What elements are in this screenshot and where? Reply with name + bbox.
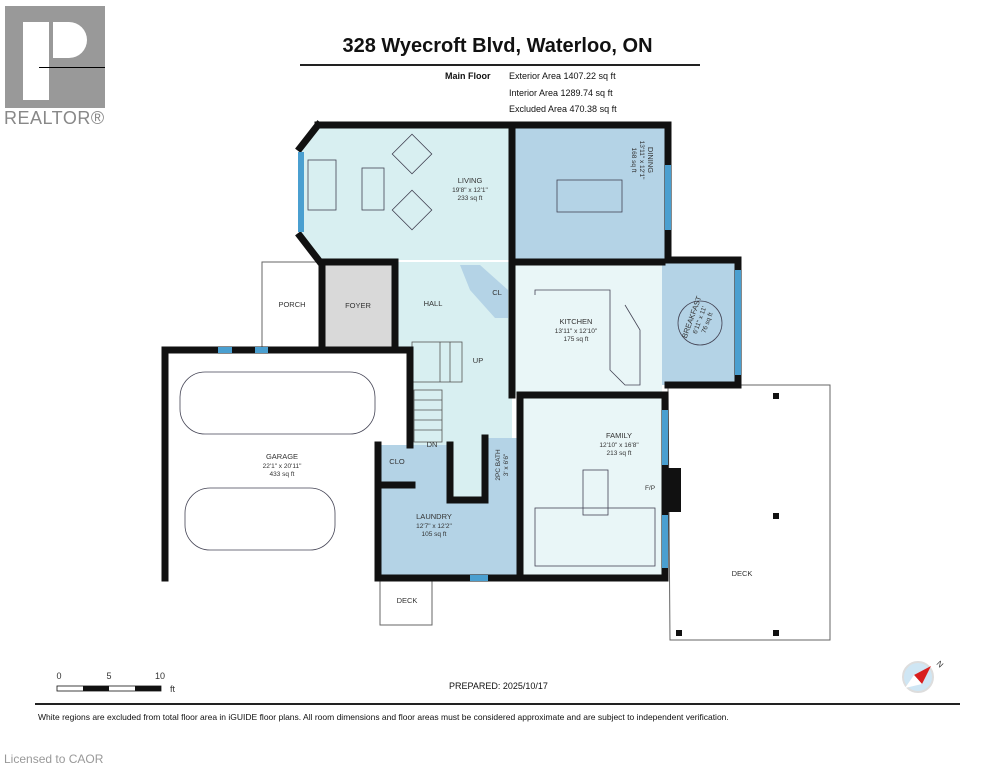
dining-dims: 13'11" x 12'1" <box>638 141 645 180</box>
room-breakfast <box>662 260 738 385</box>
scale-bar: 0 5 10 ft <box>56 671 175 694</box>
staircase <box>411 341 463 443</box>
room-garage <box>165 352 378 578</box>
prepared-date: PREPARED: 2025/10/17 <box>449 681 548 691</box>
deck-posts <box>676 393 779 636</box>
footer-divider <box>35 703 960 705</box>
dining-label: DINING <box>646 147 655 173</box>
stairs-down-label: DN <box>427 440 438 449</box>
garage-area: 433 sq ft <box>270 471 295 478</box>
fireplace-label: F/P <box>645 485 655 492</box>
disclaimer: White regions are excluded from total fl… <box>38 712 729 722</box>
clo-label: CLO <box>389 457 405 466</box>
hall-label: HALL <box>424 299 443 308</box>
living-dims: 19'8" x 12'1" <box>452 187 488 194</box>
room-clo <box>382 445 412 485</box>
deck-small-label: DECK <box>397 596 418 605</box>
compass-icon: N <box>902 659 946 693</box>
room-living <box>300 125 512 260</box>
foyer-label: FOYER <box>345 301 371 310</box>
scale-tick-5: 5 <box>106 671 111 681</box>
family-dims: 12'10" x 16'8" <box>599 442 639 449</box>
compass-north-label: N <box>935 659 946 670</box>
fireplace <box>665 468 681 512</box>
floor-label: Main Floor <box>445 71 491 81</box>
bath-label: 2PC BATH <box>495 449 502 481</box>
living-area: 233 sq ft <box>458 195 483 202</box>
furniture <box>179 133 723 567</box>
scale-tick-10: 10 <box>155 671 165 681</box>
kitchen-area: 175 sq ft <box>564 336 589 343</box>
room-bath <box>485 438 520 500</box>
room-porch <box>261 261 323 349</box>
interior-area: Interior Area 1289.74 sq ft <box>509 88 613 98</box>
bath-dims: 3' x 6'6" <box>503 453 510 476</box>
title-divider <box>300 64 700 66</box>
garage-label: GARAGE <box>266 452 298 461</box>
room-kitchen <box>512 262 662 395</box>
laundry-area: 105 sq ft <box>422 531 447 538</box>
realtor-logo-text: REALTOR® <box>4 108 105 128</box>
porch-label: PORCH <box>278 300 305 309</box>
scale-tick-0: 0 <box>56 671 61 681</box>
room-family <box>520 398 665 576</box>
dining-area: 168 sq ft <box>630 148 637 173</box>
family-area: 213 sq ft <box>607 450 632 457</box>
walls <box>161 120 742 582</box>
room-dining <box>512 125 668 260</box>
room-cl <box>460 265 508 318</box>
deck-main-label: DECK <box>732 569 753 578</box>
room-foyer <box>322 262 395 348</box>
family-label: FAMILY <box>606 431 632 440</box>
page-title: 328 Wyecroft Blvd, Waterloo, ON <box>342 35 653 57</box>
stairs-up-label: UP <box>473 356 483 365</box>
laundry-label: LAUNDRY <box>416 512 452 521</box>
room-deck-main <box>667 384 831 641</box>
kitchen-dims: 13'11" x 12'10" <box>555 328 598 335</box>
laundry-dims: 12'7" x 12'2" <box>416 523 452 530</box>
living-label: LIVING <box>458 176 483 185</box>
scale-unit: ft <box>170 684 176 694</box>
excluded-area: Excluded Area 470.38 sq ft <box>509 104 617 114</box>
kitchen-label: KITCHEN <box>560 317 593 326</box>
exterior-area: Exterior Area 1407.22 sq ft <box>509 71 616 81</box>
realtor-logo <box>5 6 105 108</box>
garage-dims: 22'1" x 20'11" <box>263 463 302 470</box>
license-watermark: Licensed to CAOR <box>4 752 104 766</box>
windows <box>218 152 741 581</box>
cl-label: CL <box>492 288 502 297</box>
